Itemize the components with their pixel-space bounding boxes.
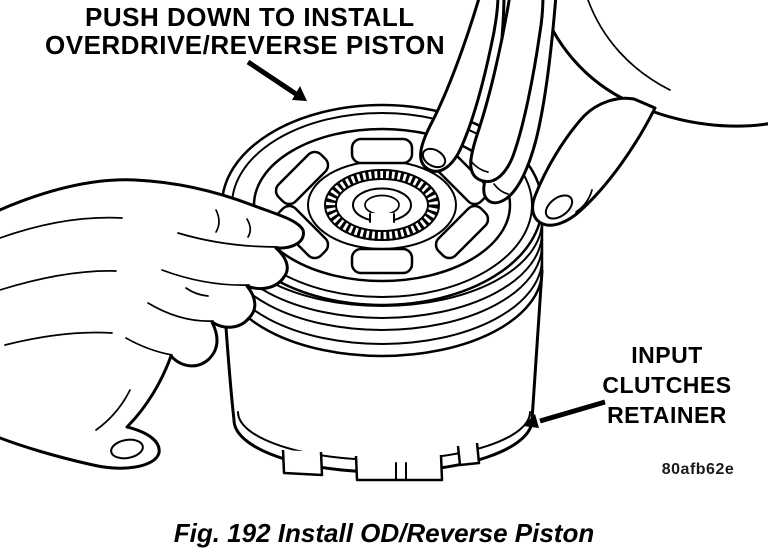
hand-wrinkle bbox=[4, 331, 113, 346]
hub-snap-ring-gap bbox=[370, 213, 394, 224]
push-down-arrow bbox=[246, 59, 307, 101]
fingertip-crease bbox=[469, 159, 489, 173]
finger-separation bbox=[147, 302, 214, 322]
knuckle-wrinkle bbox=[215, 209, 220, 233]
right-thumb bbox=[531, 96, 657, 227]
figure-caption: Fig. 192 Install OD/Reverse Piston bbox=[174, 518, 594, 548]
arrow-head bbox=[292, 86, 307, 101]
push-down-label-line2: OVERDRIVE/REVERSE PISTON bbox=[45, 30, 445, 60]
input-clutches-retainer-label: INPUT CLUTCHES RETAINER bbox=[523, 342, 731, 428]
finger-separation bbox=[161, 269, 250, 286]
piston-slot bbox=[434, 204, 490, 260]
right-finger bbox=[469, 0, 545, 183]
drum-lug bbox=[281, 449, 324, 477]
finger-separation bbox=[177, 232, 279, 248]
left-thumb-nail bbox=[110, 438, 144, 460]
drum-lug bbox=[456, 442, 481, 467]
drum-lower-wall-right bbox=[530, 269, 544, 422]
push-down-label: PUSH DOWN TO INSTALL OVERDRIVE/REVERSE P… bbox=[45, 2, 445, 101]
thumb-crease bbox=[575, 189, 593, 213]
piston-slot bbox=[274, 150, 330, 206]
arrow-head bbox=[523, 414, 539, 428]
retainer-label-line2: CLUTCHES bbox=[602, 372, 731, 398]
knuckle-wrinkle bbox=[185, 287, 209, 297]
right-finger bbox=[419, 0, 500, 173]
left-hand bbox=[0, 178, 305, 470]
forearm-contour-line bbox=[587, 0, 671, 91]
drum-lug bbox=[354, 454, 444, 482]
right-finger-nail bbox=[421, 147, 447, 169]
drum-lugs bbox=[281, 442, 481, 482]
hand-wrinkle bbox=[0, 270, 117, 291]
fingertip-crease bbox=[493, 183, 509, 195]
hand-wrinkle bbox=[0, 216, 123, 239]
piston-slot bbox=[350, 247, 414, 275]
hub-spline-teeth bbox=[325, 169, 439, 241]
right-hand bbox=[419, 0, 768, 227]
arrow-shaft bbox=[539, 399, 606, 424]
retainer-label-line3: RETAINER bbox=[607, 402, 727, 428]
hub-inner-ring bbox=[335, 178, 429, 232]
part-code: 80afb62e bbox=[662, 461, 735, 478]
push-down-label-line1: PUSH DOWN TO INSTALL bbox=[85, 2, 415, 32]
left-hand-outline bbox=[0, 178, 305, 470]
hand-wrinkle bbox=[95, 389, 131, 431]
finger-separation bbox=[125, 337, 173, 356]
spline-hub bbox=[324, 169, 440, 241]
knuckle-wrinkle bbox=[246, 218, 252, 238]
piston-slot bbox=[350, 137, 414, 165]
retainer-arrow bbox=[523, 399, 606, 428]
arrow-shaft bbox=[246, 59, 298, 97]
right-thumb-nail bbox=[544, 194, 574, 220]
retainer-label-line1: INPUT bbox=[631, 342, 703, 368]
